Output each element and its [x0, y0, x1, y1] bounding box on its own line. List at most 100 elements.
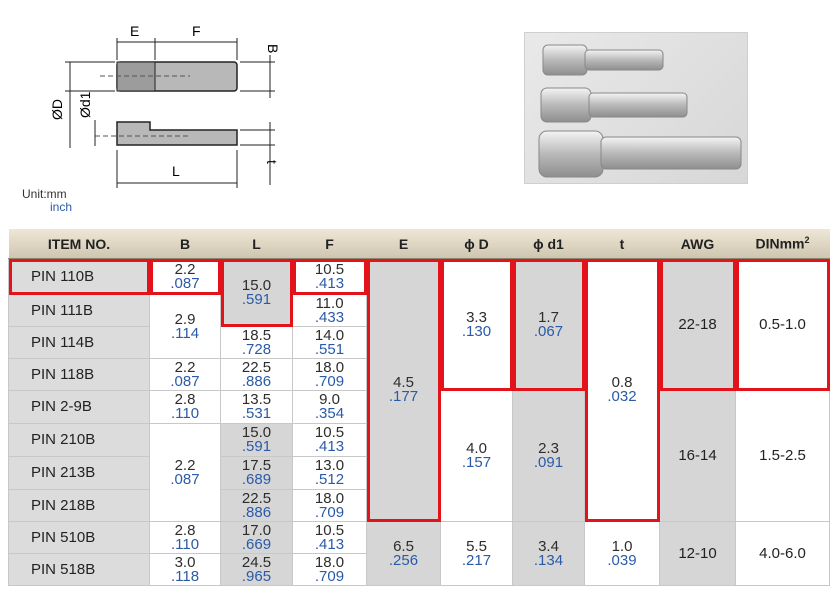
dimension-drawing: E F B ØD Ød1 L t	[49, 23, 281, 188]
cell-d1: 1.7.067	[512, 258, 585, 391]
cell-L: 15.0.591	[220, 423, 293, 457]
cell-F: 9.0.354	[292, 390, 367, 424]
cell-F: 13.0.512	[292, 456, 367, 490]
table-row: PIN 118B 2.2.087 22.5.886 18.0.709	[8, 358, 830, 391]
cell-AWG: 12-10	[659, 521, 736, 586]
d1-mm: 3.4	[538, 537, 559, 555]
cell-F: 14.0.551	[292, 326, 367, 359]
cell-B: 2.8.110	[149, 521, 221, 554]
D-inch: .130	[461, 322, 492, 340]
L-mm: 15.0	[241, 276, 272, 294]
F-mm: 10.5	[314, 424, 345, 441]
L-mm: 18.5	[241, 326, 272, 344]
cell-B: 2.9.114	[149, 294, 221, 359]
item-no: PIN 118B	[8, 358, 150, 391]
item-no: PIN 2-9B	[8, 390, 150, 424]
F-mm: 13.0	[314, 457, 345, 474]
side-view-pin	[116, 121, 238, 146]
col-DIN-sup: 2	[804, 235, 810, 246]
cell-DIN: 0.5-1.0	[735, 258, 830, 391]
dim-t: t	[264, 160, 280, 164]
col-item-no: ITEM NO.	[8, 229, 150, 259]
col-AWG: AWG	[659, 229, 736, 259]
F-inch: .413	[314, 535, 345, 553]
B-inch: .118	[170, 567, 200, 585]
dim-F: F	[192, 23, 201, 39]
table-row: PIN 111B 2.9.114 11.0.433	[8, 294, 830, 359]
B-inch: .087	[170, 372, 200, 390]
D-inch: .217	[461, 551, 492, 569]
cell-L: 15.0.591	[220, 258, 293, 327]
cell-d1: 2.3.091	[512, 390, 585, 522]
D-inch: .157	[461, 454, 492, 471]
L-inch: .669	[241, 535, 272, 553]
cell-DIN: 4.0-6.0	[735, 521, 830, 586]
cell-L: 22.5.886	[220, 489, 293, 522]
cell-B: 2.2.087	[149, 258, 221, 295]
col-E: E	[366, 229, 441, 259]
cell-L: 18.5.728	[220, 326, 293, 359]
E-mm: 6.5	[393, 537, 414, 555]
B-inch: .087	[170, 274, 200, 292]
cell-d1: 3.4.134	[512, 521, 585, 586]
item-no: PIN 210B	[8, 423, 150, 457]
L-inch: .531	[241, 405, 272, 422]
dim-L: L	[172, 163, 180, 179]
d1-mm: 1.7	[538, 308, 559, 326]
B-mm: 2.2	[174, 456, 196, 474]
d1-inch: .091	[533, 454, 564, 471]
item-no: PIN 518B	[8, 553, 150, 586]
B-inch: .087	[170, 470, 200, 488]
L-mm: 22.5	[241, 489, 272, 507]
cell-B: 2.8.110	[149, 390, 221, 424]
cell-AWG: 22-18	[659, 258, 736, 391]
L-mm: 17.0	[241, 521, 272, 539]
L-mm: 15.0	[241, 424, 272, 441]
E-mm: 4.5	[393, 374, 414, 391]
table-header-row: ITEM NO. B L F E ϕ D ϕ d1 t AWG DINmm2	[8, 229, 830, 259]
table-row: PIN 210B 2.2.087 15.0.591 10.5.413	[8, 423, 830, 522]
table-row: PIN 518B 3.0.118 24.5.965 18.0.709	[8, 553, 830, 586]
photo-image	[538, 44, 742, 178]
table-row: PIN 110B 2.2.087 15.0.591 10.5.413 4.5.1…	[8, 258, 830, 522]
F-mm: 10.5	[314, 260, 345, 278]
cell-L: 17.0.669	[220, 521, 293, 554]
F-mm: 9.0	[319, 391, 340, 408]
F-inch: .354	[314, 405, 345, 422]
item-no: PIN 110B	[8, 258, 150, 295]
cell-F: 10.5.413	[292, 521, 367, 554]
cell-F: 11.0.433	[292, 294, 367, 327]
F-mm: 18.0	[314, 358, 345, 376]
B-mm: 2.8	[174, 391, 196, 408]
t-inch: .039	[607, 551, 637, 569]
F-inch: .413	[314, 274, 345, 292]
table-row: PIN 114B 18.5.728 14.0.551	[8, 326, 830, 359]
cell-L: 13.5.531	[220, 390, 293, 424]
dim-E: E	[130, 23, 139, 39]
t-mm: 0.8	[611, 374, 633, 391]
col-F: F	[292, 229, 367, 259]
cell-F: 18.0.709	[292, 489, 367, 522]
d1-inch: .067	[533, 322, 564, 340]
F-inch: .512	[314, 471, 345, 488]
cell-D: 3.3.130	[440, 258, 513, 391]
dim-B: B	[265, 44, 281, 53]
F-mm: 10.5	[314, 521, 345, 539]
cell-L: 17.5.689	[220, 456, 293, 490]
B-inch: .110	[170, 535, 200, 553]
F-inch: .433	[314, 308, 345, 326]
spec-table: ITEM NO. B L F E ϕ D ϕ d1 t AWG DINmm2 P…	[8, 229, 830, 586]
cell-L: 22.5.886	[220, 358, 293, 391]
cell-D: 5.5.217	[440, 521, 513, 586]
B-inch: .114	[170, 324, 200, 342]
cell-L: 24.5.965	[220, 553, 293, 586]
cell-B: 2.2.087	[149, 423, 221, 522]
E-inch: .256	[388, 551, 419, 569]
L-inch: .689	[241, 471, 272, 488]
L-mm: 17.5	[241, 457, 272, 474]
B-mm: 2.2	[174, 358, 196, 376]
table-row: PIN 218B 22.5.886 18.0.709	[8, 489, 830, 522]
d1-inch: .134	[533, 551, 564, 569]
item-no: PIN 213B	[8, 456, 150, 490]
F-mm: 11.0	[315, 294, 344, 312]
